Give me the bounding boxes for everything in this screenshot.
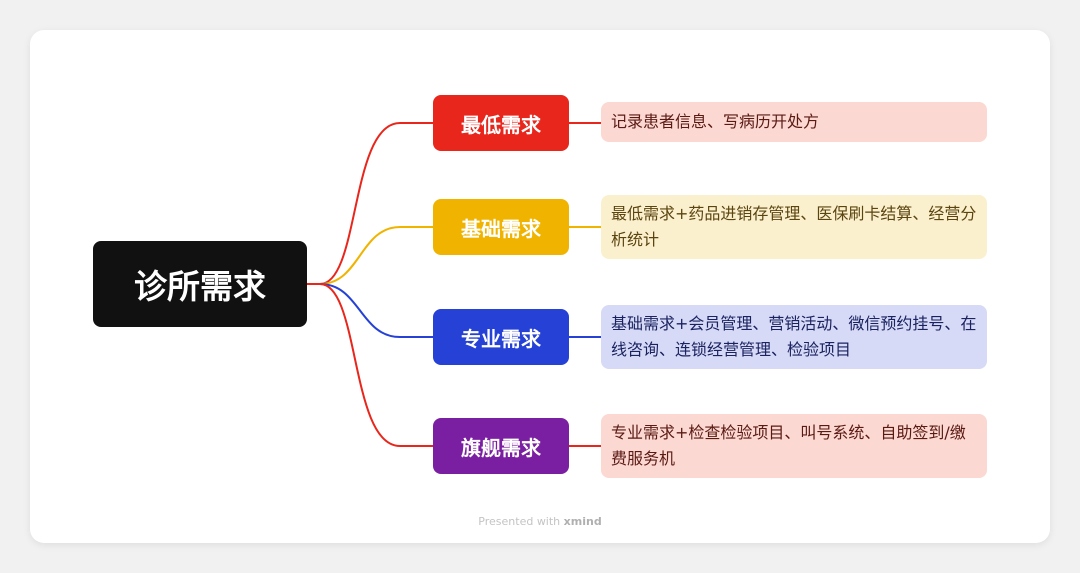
subtopic-text: 最低需求+药品进销存管理、医保刷卡结算、经营分析统计 [611, 204, 977, 249]
subtopic-minimum[interactable]: 记录患者信息、写病历开处方 [601, 102, 987, 142]
subtopic-flagship[interactable]: 专业需求+检查检验项目、叫号系统、自助签到/缴费服务机 [601, 414, 987, 478]
topic-basic[interactable]: 基础需求 [433, 199, 569, 255]
connector-2 [319, 226, 433, 285]
topic-minimum[interactable]: 最低需求 [433, 95, 569, 151]
topic-flagship[interactable]: 旗舰需求 [433, 418, 569, 474]
subtopic-text: 专业需求+检查检验项目、叫号系统、自助签到/缴费服务机 [611, 423, 966, 468]
subtopic-basic[interactable]: 最低需求+药品进销存管理、医保刷卡结算、经营分析统计 [601, 195, 987, 259]
root-topic[interactable]: 诊所需求 [93, 241, 307, 327]
watermark-brand: xmind [563, 515, 602, 528]
subtopic-text: 基础需求+会员管理、营销活动、微信预约挂号、在线咨询、连锁经营管理、检验项目 [611, 314, 977, 359]
subtopic-text: 记录患者信息、写病历开处方 [611, 112, 820, 131]
connector-3 [319, 283, 433, 338]
watermark: Presented with xmind [0, 515, 1080, 528]
watermark-prefix: Presented with [478, 515, 561, 528]
topic-professional[interactable]: 专业需求 [433, 309, 569, 365]
connector-4 [319, 283, 433, 447]
subtopic-professional[interactable]: 基础需求+会员管理、营销活动、微信预约挂号、在线咨询、连锁经营管理、检验项目 [601, 305, 987, 369]
connector-1 [307, 122, 433, 285]
